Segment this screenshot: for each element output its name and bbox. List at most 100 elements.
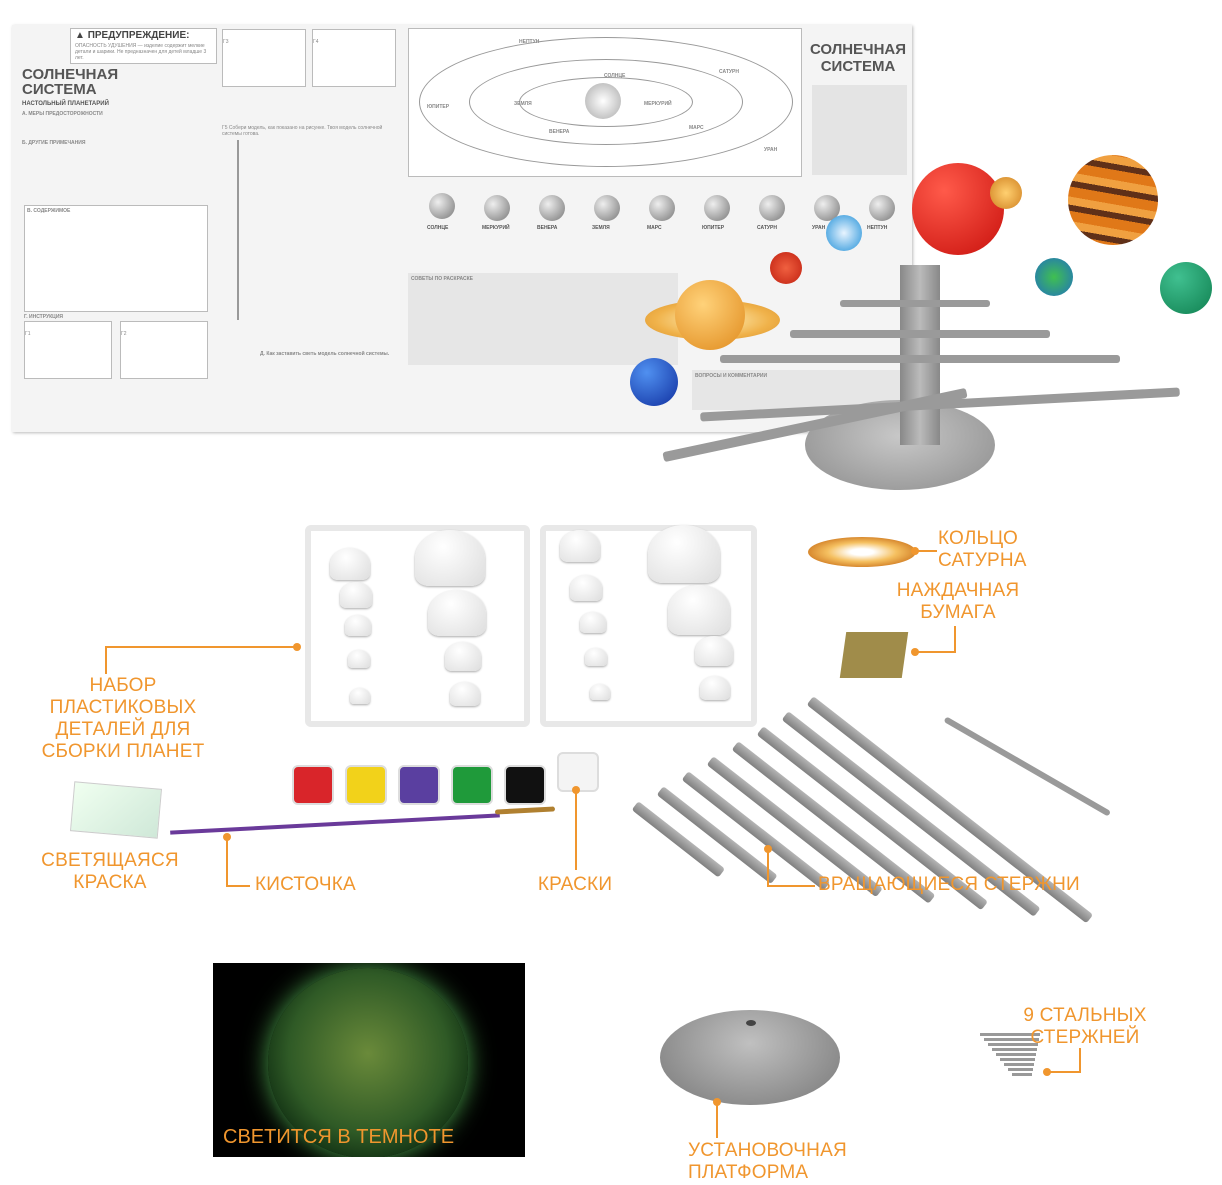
section-v: В. СОДЕРЖИМОЕ (27, 208, 71, 214)
planet-half-part (668, 585, 730, 635)
label-glow-paint: СВЕТЯЩАЯСЯ КРАСКА (41, 850, 179, 893)
planet-half-part (700, 676, 730, 700)
planet-half-part (345, 615, 371, 636)
step-g3-label: Г3 (223, 39, 229, 45)
planet-half-part (330, 548, 370, 580)
label-rotating-rods: ВРАЩАЮЩИЕСЯ СТЕРЖНИ (818, 874, 1080, 895)
planet-drawing (704, 195, 730, 221)
arm (840, 300, 990, 307)
saturn-ring-part (808, 537, 916, 567)
step-g1: Г1 (24, 321, 112, 379)
callout-line (767, 848, 769, 886)
callout-dot (293, 643, 301, 651)
orbit-label: МЕРКУРИЙ (644, 101, 672, 107)
planet-caption: САТУРН (757, 225, 777, 231)
orbit-label: ЮПИТЕР (427, 104, 450, 110)
callout-line (226, 885, 250, 887)
callout-line (1079, 1048, 1081, 1073)
callout-line (575, 790, 577, 870)
sprue-2 (540, 525, 757, 727)
planet-half-part (585, 648, 607, 666)
instruction-sheet: ▲ ПРЕДУПРЕЖДЕНИЕ: ОПАСНОСТЬ УДУШЕНИЯ — и… (12, 25, 912, 432)
step-g4-label: Г4 (313, 39, 319, 45)
model-mercury (630, 358, 678, 406)
steel-rod (980, 1033, 1040, 1036)
planet-half-part (340, 582, 372, 608)
label-paints: КРАСКИ (537, 874, 613, 895)
steel-rod (996, 1053, 1036, 1056)
planet-caption: ЮПИТЕР (702, 225, 725, 231)
planet-caption: МЕРКУРИЙ (482, 225, 510, 231)
orbit-inner (519, 77, 693, 127)
label-plastic-parts: НАБОР ПЛАСТИКОВЫХ ДЕТАЛЕЙ ДЛЯ СБОРКИ ПЛА… (41, 675, 205, 762)
model-earth (1035, 258, 1073, 296)
questions-title: ВОПРОСЫ И КОММЕНТАРИИ (695, 373, 768, 379)
planet-drawing (759, 195, 785, 221)
step-g5: Г5 Собери модель, как показано на рисунк… (222, 125, 383, 137)
planet-half-part (428, 590, 486, 637)
planet-half-part (590, 684, 610, 700)
orbit-label: САТУРН (719, 69, 739, 75)
callout-line (915, 550, 937, 552)
steel-rod (992, 1048, 1037, 1051)
contents-panel: В. СОДЕРЖИМОЕ (24, 205, 208, 312)
sandpaper-part (839, 632, 909, 678)
sun-drawing (585, 83, 621, 119)
step-g1-label: Г1 (25, 331, 31, 337)
callout-line (716, 1102, 718, 1138)
callout-line (1046, 1071, 1080, 1073)
steel-rod (1012, 1073, 1032, 1076)
steel-rod (984, 1038, 1039, 1041)
planet-half-part (560, 530, 600, 562)
model-sun (912, 163, 1004, 255)
paint-pot (451, 765, 493, 805)
glowing-globe (268, 968, 468, 1157)
section-a: А. МЕРЫ ПРЕДОСТОРОЖНОСТИ (22, 111, 103, 117)
sheet-subtitle: НАСТОЛЬНЫЙ ПЛАНЕТАРИЙ (22, 101, 109, 107)
planet-half-part (415, 530, 485, 586)
model-mars (770, 252, 802, 284)
section-g: Г. ИНСТРУКЦИЯ (24, 314, 64, 320)
model-jupiter (1068, 155, 1158, 245)
tips-title: СОВЕТЫ ПО РАСКРАСКЕ (411, 276, 473, 282)
steel-rod (1008, 1068, 1033, 1071)
label-glow-in-dark: СВЕТИТСЯ В ТЕМНОТЕ (223, 1126, 455, 1148)
step-g4: Г4 (312, 29, 396, 87)
rotating-rod (631, 801, 726, 878)
tips-box: СОВЕТЫ ПО РАСКРАСКЕ (408, 273, 678, 365)
info-box (812, 85, 907, 175)
paint-pot (504, 765, 546, 805)
planet-half-part (350, 688, 370, 704)
label-sandpaper: НАЖДАЧНАЯ БУМАГА (896, 580, 1020, 623)
planet-half-part (695, 636, 733, 667)
planet-drawing (429, 193, 455, 219)
step-g3: Г3 (222, 29, 306, 87)
paint-brush (170, 813, 500, 835)
planet-half-part (348, 650, 370, 668)
label-steel-rods: 9 СТАЛЬНЫХ СТЕРЖНЕЙ (1023, 1005, 1147, 1048)
paint-pot (292, 765, 334, 805)
orbit-label: СОЛНЦЕ (604, 73, 626, 79)
paint-pot (345, 765, 387, 805)
model-neptune (1160, 262, 1212, 314)
orbit-label: ВЕНЕРА (549, 129, 570, 135)
warning-title: ▲ ПРЕДУПРЕЖДЕНИЕ: (75, 30, 190, 41)
planet-caption: ЗЕМЛЯ (592, 225, 610, 231)
planet-half-part (580, 612, 606, 633)
planet-drawing (869, 195, 895, 221)
assembly-drawing (237, 140, 359, 320)
model-venus (990, 177, 1022, 209)
callout-line (226, 836, 228, 886)
orbit-outer (419, 37, 793, 167)
orbit-label: НЕПТУН (519, 39, 540, 45)
warning-title-text: ПРЕДУПРЕЖДЕНИЕ: (87, 30, 190, 41)
planet-drawing (649, 195, 675, 221)
callout-line (915, 651, 955, 653)
brush-tip (494, 806, 556, 815)
planet-drawing (484, 195, 510, 221)
planet-drawing (539, 195, 565, 221)
callout-line (954, 626, 956, 653)
step-g2: Г2 (120, 321, 208, 379)
planet-half-part (570, 575, 602, 601)
